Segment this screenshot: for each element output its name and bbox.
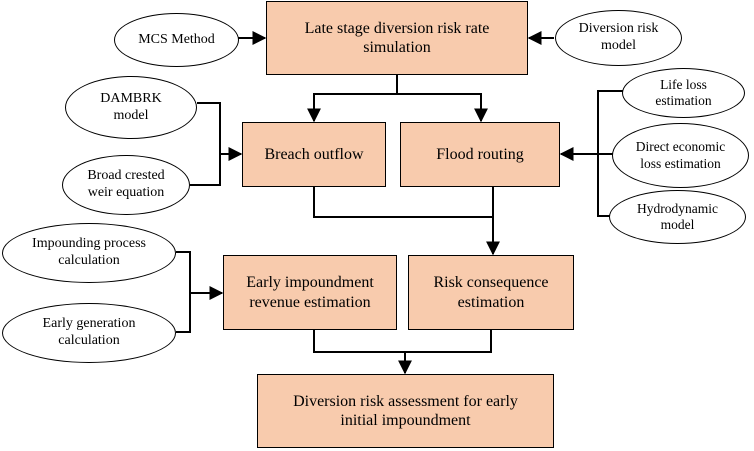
mcs-method-ellipse: MCS Method [114,13,239,67]
dambrk-model-ellipse: DAMBRK model [65,76,197,139]
early-impoundment-box: Early impoundment revenue estimation [223,255,397,330]
early-generation-ellipse: Early generation calculation [2,303,176,363]
final-assessment-box: Diversion risk assessment for early init… [257,374,554,448]
hydrodynamic-model-ellipse: Hydrodynamic model [609,190,746,244]
impounding-process-ellipse: Impounding process calculation [2,223,176,283]
connector-bottom-merge [313,330,492,353]
connector-breach-flood-merge [313,187,500,256]
connector-late-stage-split [307,75,398,123]
life-loss-estimation-ellipse: Life loss estimation [622,68,745,118]
connector-late-stage-split-right [397,93,488,123]
flood-routing-box: Flood routing [400,122,560,187]
late-stage-simulation-box: Late stage diversion risk rate simulatio… [266,1,528,75]
connector-impounding-bracket [176,251,191,333]
broad-crested-weir-ellipse: Broad crested weir equation [62,155,190,215]
risk-consequence-box: Risk consequence estimation [408,255,574,330]
direct-economic-loss-ellipse: Direct economic loss estimation [612,123,749,188]
connector-dambrk-bracket [190,102,221,186]
breach-outflow-box: Breach outflow [242,122,386,187]
diversion-risk-model-ellipse: Diversion risk model [555,10,682,66]
